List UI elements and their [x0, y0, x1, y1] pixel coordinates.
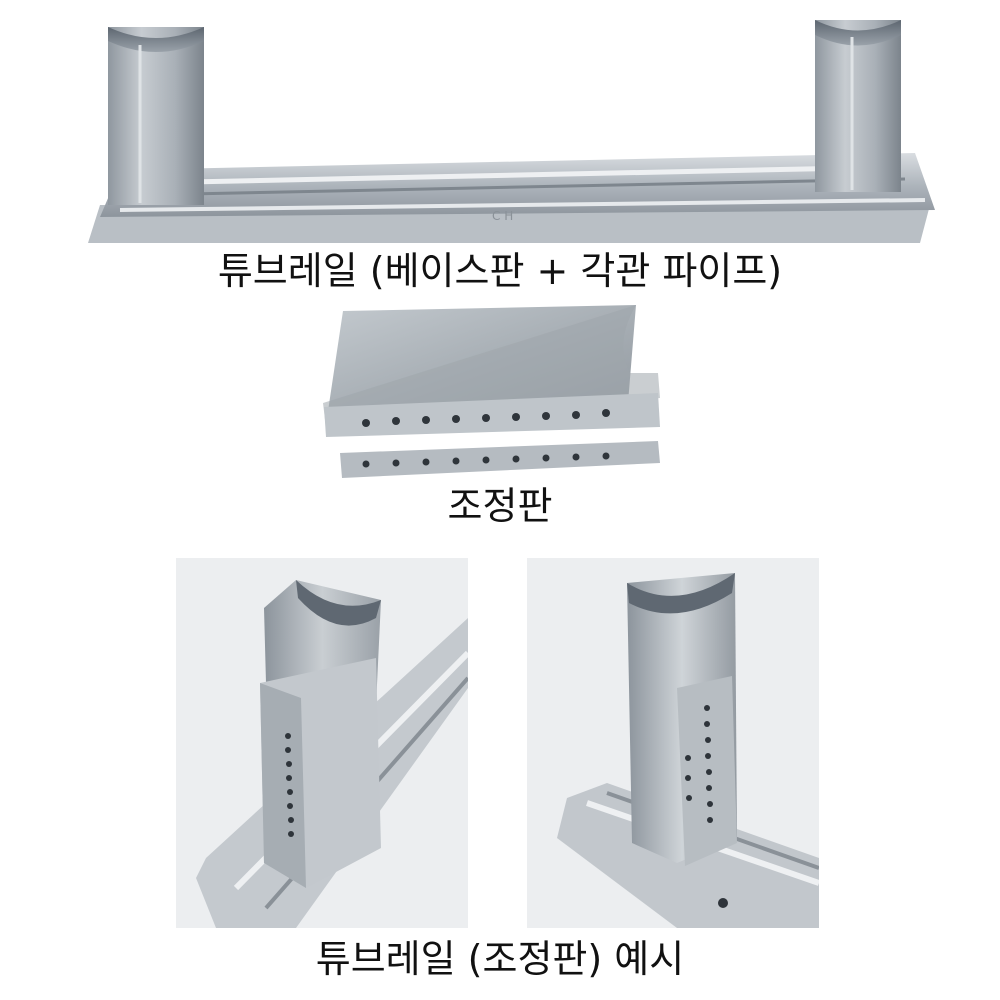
left-square-tube [108, 27, 204, 205]
caption-example: 튜브레일 (조정판) 예시 [315, 937, 685, 981]
right-square-tube [815, 20, 901, 192]
sleeve-holes [285, 733, 294, 837]
example-photo-right [527, 558, 819, 928]
caption-base-rail: 튜브레일 (베이스판 + 각관 파이프) [217, 249, 783, 293]
plate-holes [685, 705, 713, 823]
caption-adjustment-plate: 조정판 [447, 484, 553, 528]
base-rail-photo: C H [80, 5, 950, 250]
upper-hole-row [362, 409, 610, 427]
example-photo-left [176, 558, 468, 928]
rail-stamp: C H [492, 209, 513, 223]
adjustment-plate-photo [318, 303, 668, 481]
lower-hole-row [362, 452, 610, 468]
